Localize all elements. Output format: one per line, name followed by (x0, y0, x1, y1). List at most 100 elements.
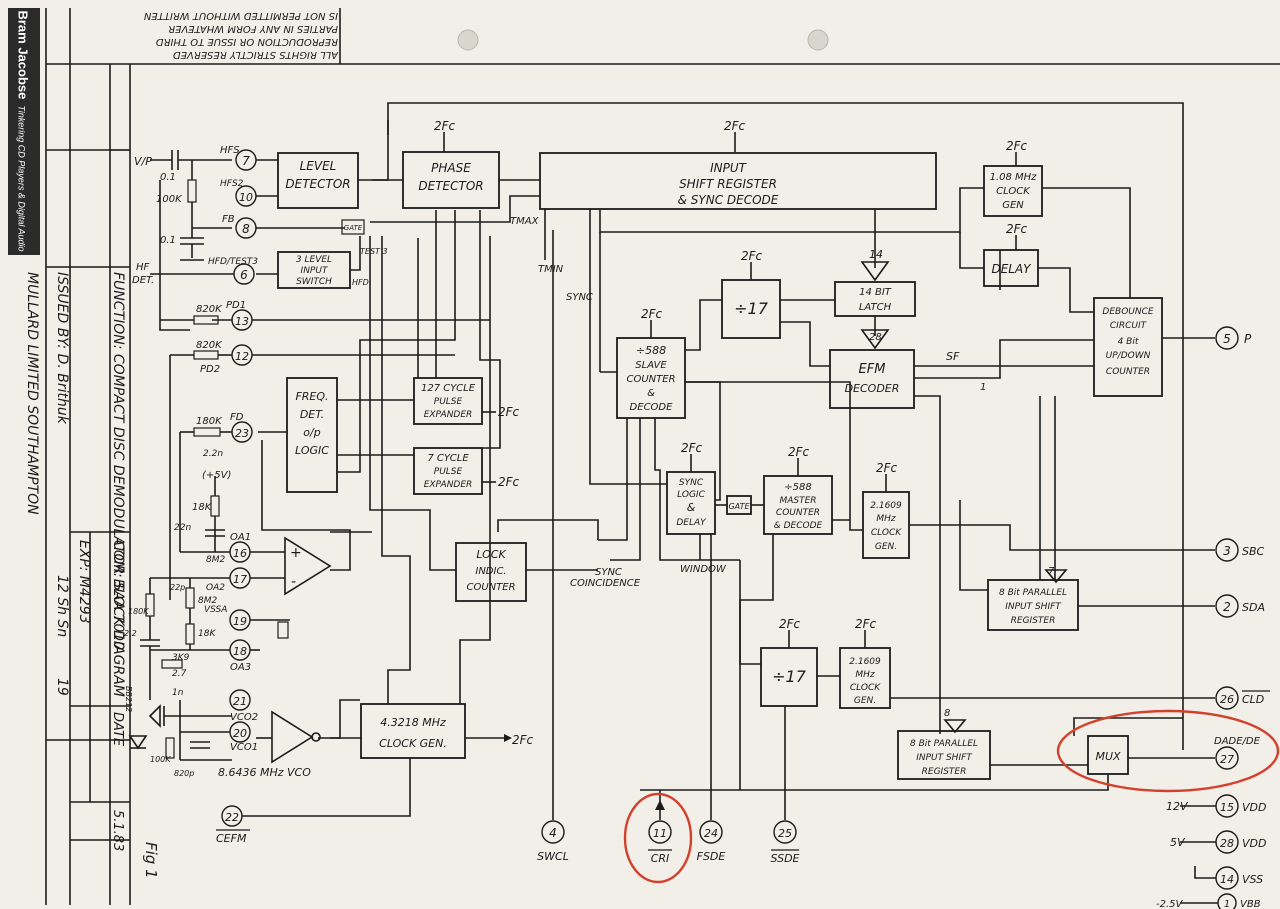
label-vssa: VSSA (204, 605, 227, 615)
par-out-line2: INPUT SHIFT (916, 753, 973, 763)
par-out-line3: REGISTER (922, 767, 967, 777)
label-window: WINDOW (680, 564, 727, 575)
label-hfd-test3: HFD/TEST3 (208, 257, 258, 267)
company-name: MULLARD LIMITED SOUTHAMPTON (24, 272, 40, 515)
freq-line2: DET. (300, 408, 324, 421)
block-sync-logic: SYNC LOGIC & DELAY (666, 471, 716, 535)
phase-detector-line2: DETECTOR (418, 179, 483, 193)
pin-2-label: 2 (1223, 600, 1231, 614)
clk2162-line1: 2.1609 (849, 657, 881, 667)
label-sync-coincidence-2: COINCIDENCE (570, 578, 641, 589)
label-22p: 22p (170, 583, 185, 592)
input-sr-line1: INPUT (710, 161, 748, 175)
pin-17 (229, 567, 251, 589)
debounce-line1: DEBOUNCE (1102, 307, 1153, 317)
pin-12-label: 12 (235, 350, 249, 363)
freq-line1: FREQ. (295, 390, 328, 403)
arrow-clk432-out (504, 734, 512, 742)
pin-12 (231, 344, 253, 366)
label-bb212: BB212 (124, 686, 133, 712)
label-100k-b: 100K (150, 755, 171, 764)
clk432-line1: 4.3218 MHz (380, 716, 446, 729)
efm-line1: EFM (859, 362, 886, 377)
block-3level-switch: 3 LEVEL INPUT SWITCH (277, 251, 351, 289)
pin-1-label: 1 (1224, 899, 1230, 909)
freq-line4: LOGIC (295, 444, 329, 457)
master-line3: COUNTER (776, 508, 820, 518)
exp-number: EXP: M4293 (76, 540, 92, 624)
lock-line1: LOCK (476, 548, 506, 561)
block-lock-indic: LOCK INDIC. COUNTER (455, 542, 527, 602)
label-dade: DADE/DE (1214, 736, 1261, 747)
pin-22-label: 22 (225, 811, 239, 824)
label-18k: 18K (192, 502, 213, 513)
clk108-line2: CLOCK (996, 186, 1031, 197)
punch-hole-right (807, 29, 829, 51)
copyright-line-3: PARTIES IN ANY FORM WHATEVER (168, 23, 338, 34)
date-label: DATE (110, 712, 125, 747)
clk2161-line4: GEN. (875, 542, 897, 552)
slave-line5: DECODE (630, 402, 674, 413)
clk2161-line3: CLOCK (871, 528, 902, 538)
par-in-line2: INPUT SHIFT (1005, 602, 1062, 612)
exp127-line3: EXPANDER (424, 410, 473, 420)
sync-logic-line4: DELAY (676, 518, 707, 528)
pin-16-label: 16 (233, 547, 247, 560)
pin-18 (229, 639, 251, 661)
exp127-line1: 127 CYCLE (421, 383, 476, 394)
label-hfs2: HFS2 (220, 179, 244, 189)
block-input-shift-register: INPUT SHIFT REGISTER & SYNC DECODE (539, 152, 937, 210)
label-2fc-clk2161: 2Fc (876, 461, 898, 475)
block-clock-gen-4321: 4.3218 MHz CLOCK GEN. (360, 703, 466, 759)
pin-13 (231, 309, 253, 331)
label-oa2: OA2 (206, 583, 225, 593)
label-vdd-2: VDD (1242, 837, 1266, 850)
label-2fc-input: 2Fc (724, 119, 746, 133)
pin-13-label: 13 (235, 315, 249, 328)
label-100k: 100K (156, 194, 183, 205)
label-p: P (1244, 332, 1252, 346)
watermark-name: Bram Jacobse (15, 10, 31, 100)
pin-8-label: 8 (242, 222, 250, 236)
pin-3-label: 3 (1223, 544, 1231, 558)
copyright-line-1: ALL RIGHTS STRICTLY RESERVED (173, 49, 339, 60)
block-clock-gen-2161-top: 2.1609 MHz CLOCK GEN. (862, 491, 910, 559)
label-det: DET. (132, 275, 154, 286)
slave-line4: & (647, 388, 655, 399)
op-amp-minus: - (291, 574, 296, 590)
bus-width-28: 28 (869, 332, 882, 343)
label-2fc-delay: 2Fc (1006, 222, 1028, 236)
label-2n2-b: 2.2 (124, 629, 137, 638)
label-vdd-1: VDD (1242, 801, 1266, 814)
sync-logic-line3: & (687, 501, 696, 514)
pin-17-label: 17 (233, 573, 247, 586)
div17-top-label: ÷17 (734, 299, 769, 318)
title-block (45, 8, 1280, 905)
level-detector-line1: LEVEL (300, 159, 337, 173)
block-7-expander: 7 CYCLE PULSE EXPANDER (413, 447, 483, 495)
slave-line2: SLAVE (635, 360, 667, 371)
label-vco2: VCO2 (230, 712, 258, 723)
pin-21-label: 21 (233, 695, 247, 708)
clk2162-line3: CLOCK (850, 683, 881, 693)
pin-markers: 7 10 8 6 13 12 23 16 17 19 18 21 20 22 4… (221, 149, 1239, 909)
punch-hole-left (457, 29, 479, 51)
sync-logic-line2: LOGIC (677, 490, 705, 500)
label-plus5v: (+5V) (202, 470, 231, 481)
block-level-detector: LEVEL DETECTOR (277, 152, 359, 209)
debounce-line5: COUNTER (1106, 367, 1150, 377)
lock-line3: COUNTER (466, 582, 515, 593)
label-sync: SYNC (566, 292, 593, 303)
block-master-counter: ÷588 MASTER COUNTER & DECODE (763, 475, 833, 535)
pin-26-label: 26 (1220, 693, 1234, 706)
pin-10-label: 10 (239, 191, 253, 204)
label-pd1: PD1 (226, 300, 246, 311)
label-fb: FB (222, 214, 235, 225)
pin-28-label: 28 (1220, 837, 1234, 850)
signal-wiring (159, 179, 1215, 820)
label-cld: CLD (1242, 693, 1264, 706)
label-2fc-clock108: 2Fc (1006, 139, 1028, 153)
pin-27-label: 27 (1220, 753, 1234, 766)
label-c01-bottom: 0.1 (160, 235, 176, 246)
exp7-line2: PULSE (434, 467, 463, 477)
